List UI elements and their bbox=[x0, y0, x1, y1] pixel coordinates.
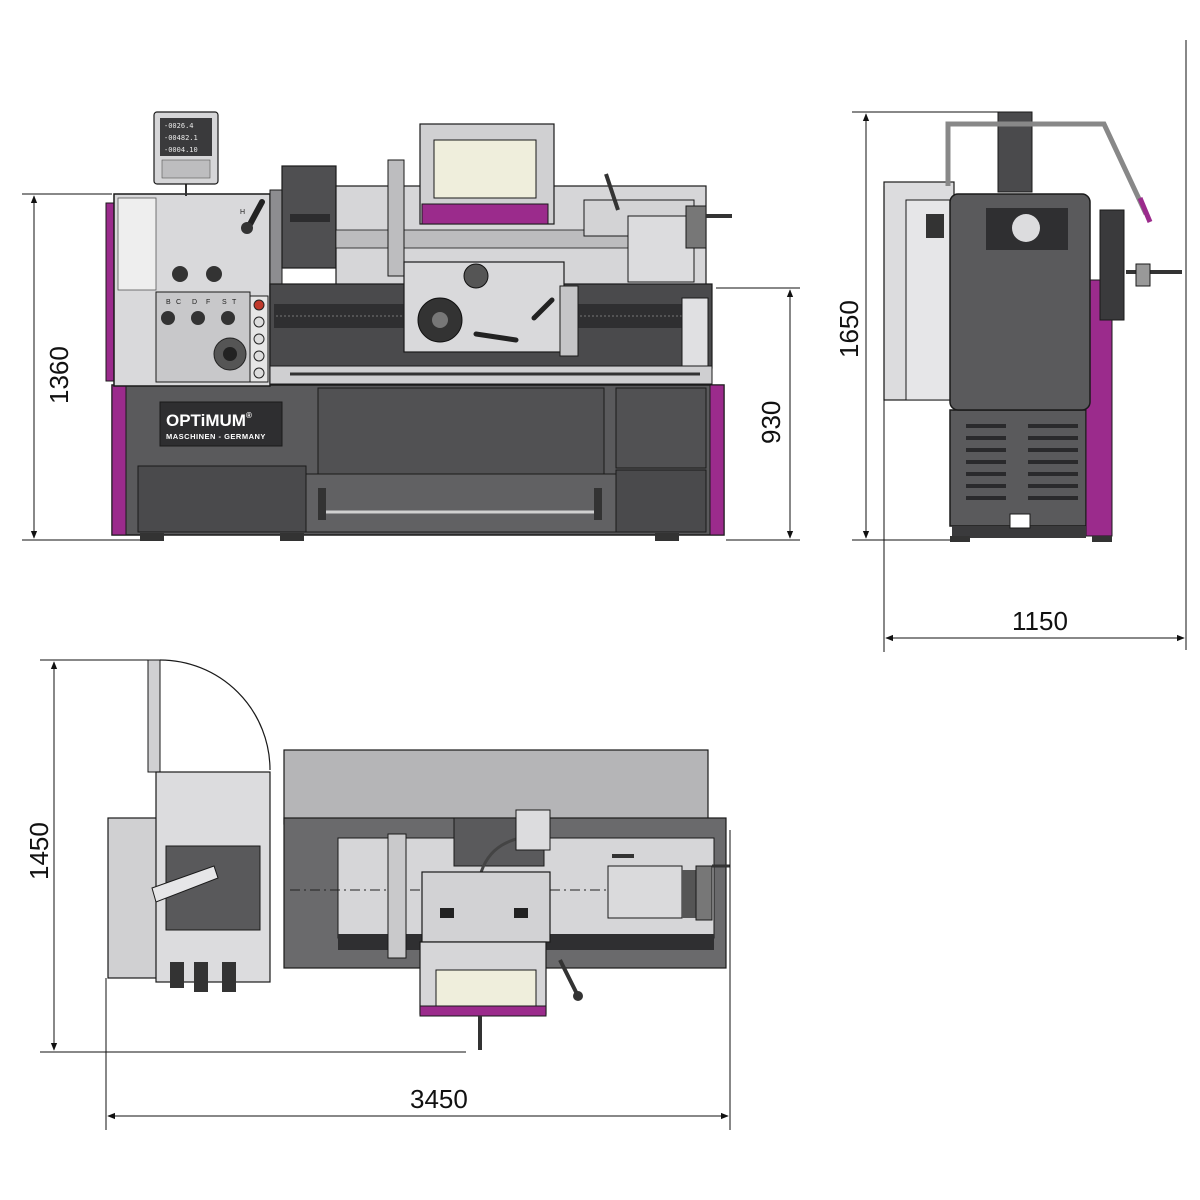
label-h: H bbox=[240, 209, 245, 216]
dim-side-depth: 1150 bbox=[1012, 606, 1068, 636]
dim-total-length: 3450 bbox=[410, 1084, 468, 1114]
label-d: D bbox=[192, 299, 197, 306]
side-vent-grille bbox=[966, 424, 1078, 500]
label-t: T bbox=[232, 299, 237, 306]
front-base-cabinet bbox=[111, 384, 725, 541]
carriage bbox=[387, 123, 579, 357]
side-view bbox=[883, 111, 1182, 542]
brand-logo: OPTiMUM® MASCHINEN - GERMANY bbox=[159, 401, 283, 447]
label-c: C bbox=[176, 299, 181, 306]
chuck bbox=[269, 165, 337, 287]
digital-readout: -0026.4 -00482.1 -0004.10 bbox=[153, 111, 219, 196]
dro-y: -00482.1 bbox=[164, 134, 198, 142]
dim-bed-height: 930 bbox=[756, 401, 786, 444]
front-view: OPTiMUM® MASCHINEN - GERMANY bbox=[105, 111, 732, 541]
dimensions bbox=[22, 40, 1187, 1130]
dimension-labels: 1360 930 1650 1150 1450 3450 bbox=[24, 300, 1068, 1114]
dim-front-height: 1360 bbox=[44, 346, 74, 404]
brand-tagline: MASCHINEN - GERMANY bbox=[166, 432, 266, 441]
brand-registered: ® bbox=[246, 411, 252, 420]
dro-z: -0004.10 bbox=[164, 146, 198, 154]
tailstock bbox=[583, 173, 732, 283]
brand-name: OPTiMUM bbox=[166, 411, 246, 430]
label-s: S bbox=[222, 299, 227, 306]
headstock: H B C D F S T bbox=[105, 193, 271, 387]
label-b: B bbox=[166, 299, 171, 306]
dim-top-depth: 1450 bbox=[24, 822, 54, 880]
dim-side-height: 1650 bbox=[834, 300, 864, 358]
svg-text:OPTiMUM®: OPTiMUM® bbox=[166, 411, 252, 430]
dro-x: -0026.4 bbox=[164, 122, 194, 130]
top-view bbox=[107, 659, 730, 1050]
label-f: F bbox=[206, 299, 210, 306]
